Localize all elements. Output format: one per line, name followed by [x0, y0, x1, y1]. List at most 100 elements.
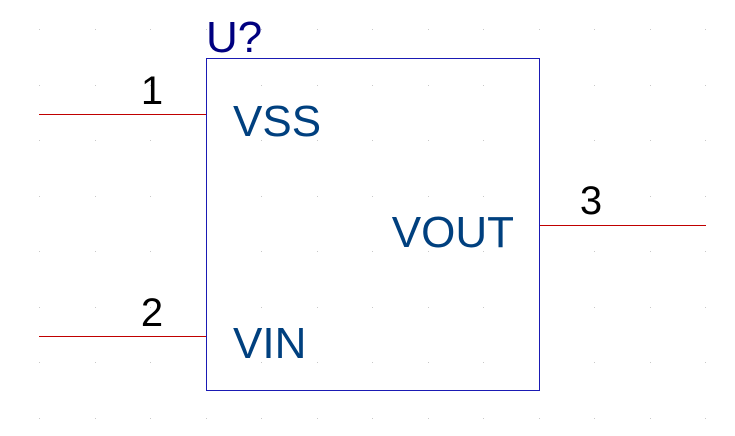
- grid-dot: [705, 196, 706, 197]
- grid-dot: [428, 85, 429, 86]
- grid-dot: [206, 29, 207, 30]
- grid-dot: [483, 140, 484, 141]
- grid-dot: [483, 85, 484, 86]
- grid-dot: [428, 140, 429, 141]
- grid-dot: [705, 418, 706, 419]
- grid-dot: [594, 307, 595, 308]
- grid-dot: [594, 251, 595, 252]
- grid-dot: [594, 29, 595, 30]
- grid-dot: [594, 418, 595, 419]
- grid-dot: [705, 85, 706, 86]
- grid-dot: [150, 196, 151, 197]
- grid-dot: [650, 140, 651, 141]
- grid-dot: [206, 418, 207, 419]
- grid-dot: [650, 251, 651, 252]
- grid-dot: [317, 418, 318, 419]
- grid-dot: [261, 418, 262, 419]
- grid-dot: [150, 418, 151, 419]
- grid-dot: [539, 418, 540, 419]
- grid-dot: [95, 418, 96, 419]
- grid-dot: [317, 251, 318, 252]
- grid-dot: [428, 196, 429, 197]
- grid-dot: [372, 85, 373, 86]
- grid-dot: [150, 251, 151, 252]
- grid-dot: [650, 362, 651, 363]
- grid-dot: [483, 251, 484, 252]
- grid-dot: [261, 140, 262, 141]
- grid-dot: [650, 418, 651, 419]
- grid-dot: [317, 29, 318, 30]
- grid-dot: [150, 362, 151, 363]
- grid-dot: [95, 85, 96, 86]
- grid-dot: [705, 251, 706, 252]
- grid-dot: [428, 418, 429, 419]
- grid-dot: [539, 29, 540, 30]
- grid-dot: [39, 418, 40, 419]
- grid-dot: [317, 307, 318, 308]
- grid-dot: [372, 29, 373, 30]
- component-body[interactable]: [206, 58, 540, 391]
- grid-dot: [95, 307, 96, 308]
- grid-dots: [39, 29, 706, 419]
- grid-dot: [39, 140, 40, 141]
- grid-dot: [372, 307, 373, 308]
- grid-dot: [428, 362, 429, 363]
- grid-dot: [39, 29, 40, 30]
- grid-dot: [650, 196, 651, 197]
- grid-dot: [39, 307, 40, 308]
- pin-1-name: VSS: [233, 97, 321, 146]
- grid-dot: [317, 85, 318, 86]
- grid-dot: [650, 85, 651, 86]
- grid-dot: [705, 140, 706, 141]
- grid-dot: [150, 29, 151, 30]
- grid-dot: [705, 362, 706, 363]
- grid-dot: [261, 85, 262, 86]
- grid-dot: [372, 196, 373, 197]
- grid-dot: [483, 418, 484, 419]
- grid-dot: [483, 29, 484, 30]
- grid-dot: [372, 140, 373, 141]
- grid-dot: [483, 196, 484, 197]
- grid-dot: [39, 85, 40, 86]
- grid-dot: [95, 251, 96, 252]
- grid-dot: [39, 362, 40, 363]
- grid-dot: [95, 29, 96, 30]
- grid-dot: [39, 196, 40, 197]
- grid-dot: [261, 251, 262, 252]
- grid-dot: [95, 140, 96, 141]
- grid-dot: [594, 196, 595, 197]
- grid-dot: [317, 196, 318, 197]
- grid-dot: [150, 140, 151, 141]
- grid-dot: [650, 29, 651, 30]
- grid-dot: [95, 362, 96, 363]
- grid-dot: [705, 29, 706, 30]
- grid-dot: [261, 196, 262, 197]
- grid-dot: [594, 140, 595, 141]
- pin-2-number: 2: [141, 291, 163, 335]
- grid-dot: [428, 307, 429, 308]
- grid-dot: [483, 362, 484, 363]
- pin-3-name: VOUT: [392, 208, 514, 257]
- grid-dot: [261, 362, 262, 363]
- grid-dot: [372, 251, 373, 252]
- grid-dot: [705, 307, 706, 308]
- grid-dot: [39, 251, 40, 252]
- grid-dot: [317, 140, 318, 141]
- pin-2-name: VIN: [233, 319, 306, 368]
- grid-dot: [372, 362, 373, 363]
- grid-dot: [95, 196, 96, 197]
- grid-dot: [261, 29, 262, 30]
- grid-dot: [150, 307, 151, 308]
- grid-dot: [650, 307, 651, 308]
- grid-dot: [150, 85, 151, 86]
- grid-dot: [428, 29, 429, 30]
- grid-dot: [594, 362, 595, 363]
- grid-dot: [483, 307, 484, 308]
- pin-3-number: 3: [580, 179, 602, 223]
- grid-dot: [261, 307, 262, 308]
- component-designator: U?: [206, 13, 262, 62]
- pin-1-number: 1: [141, 69, 163, 113]
- grid-dot: [317, 362, 318, 363]
